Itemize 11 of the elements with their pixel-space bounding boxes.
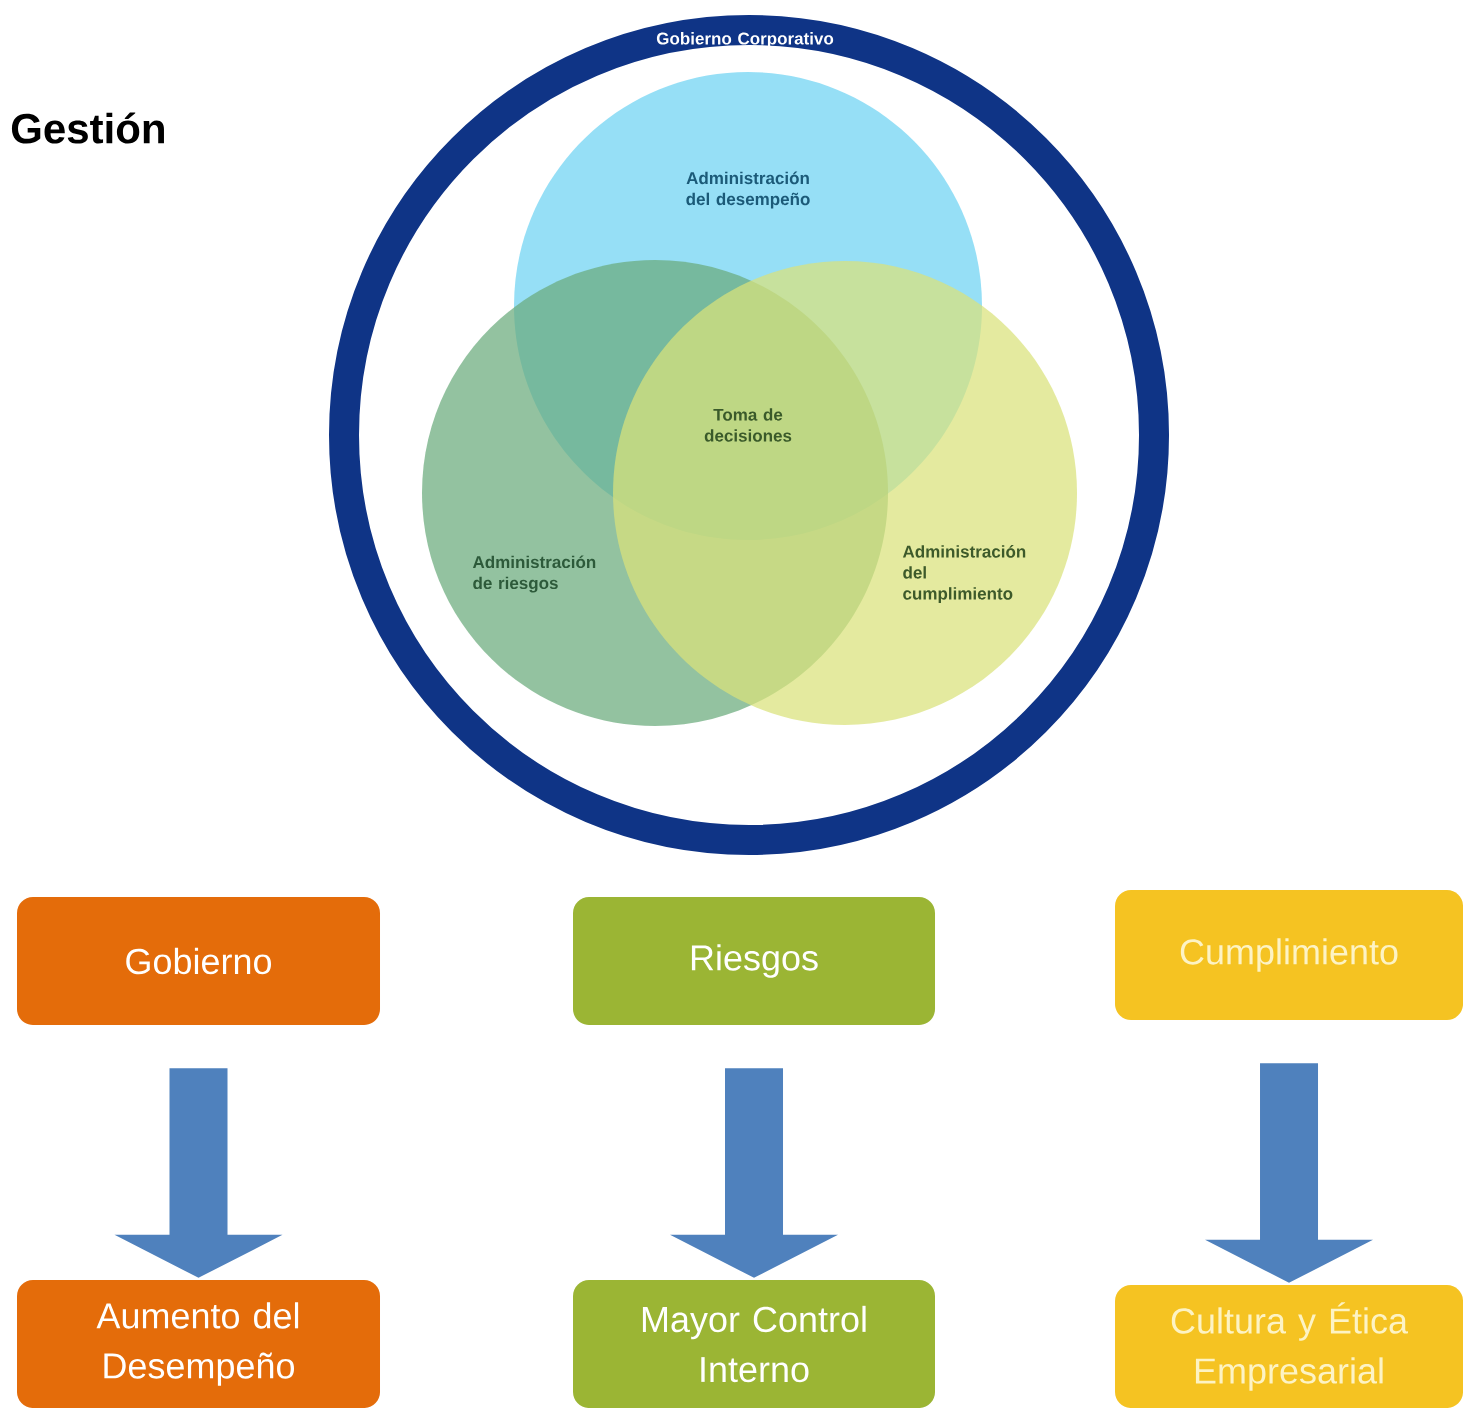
process-box: Gobierno [17, 897, 380, 1025]
title: Gestión [11, 112, 164, 144]
process-box: Riesgos [573, 897, 935, 1025]
block-arrow [670, 1068, 838, 1278]
process-box: Mayor Control Interno [573, 1280, 935, 1408]
process-box: Aumento del Desempeño [17, 1280, 380, 1408]
block-arrow [114, 1068, 283, 1278]
venn-label: Toma de decisiones [704, 408, 792, 442]
block-arrow [1205, 1063, 1373, 1283]
process-box: Cultura y Ética Empresarial [1115, 1285, 1463, 1408]
process-box: Cumplimiento [1115, 890, 1463, 1020]
